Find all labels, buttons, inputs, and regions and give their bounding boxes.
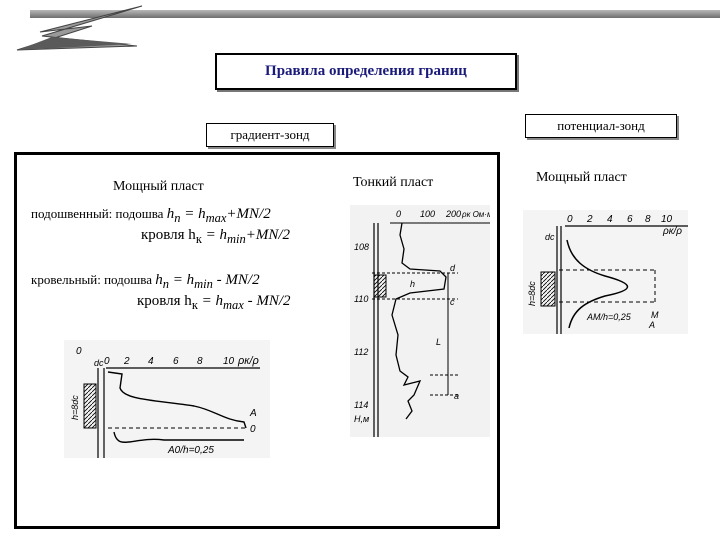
svg-text:10: 10 — [661, 214, 673, 225]
svg-text:0: 0 — [104, 356, 110, 367]
svg-text:100: 100 — [420, 209, 435, 219]
svg-text:108: 108 — [354, 242, 369, 252]
thin-layer-diagram: 0 100 200 ρк Ом·м 108 110 112 114 H,м d … — [350, 205, 490, 437]
logo-swoosh-icon — [16, 5, 143, 51]
gradient-axis-ticks: 0 2 4 6 8 10 — [104, 356, 235, 367]
mark-d: d — [450, 263, 456, 273]
svg-text:2: 2 — [586, 214, 593, 225]
svg-text:4: 4 — [148, 356, 154, 367]
svg-text:8: 8 — [197, 356, 203, 367]
potential-probe-label: потенциал-зонд — [525, 114, 677, 138]
point-a-label-right: A — [648, 320, 655, 330]
svg-text:8: 8 — [645, 214, 651, 225]
svg-text:110: 110 — [354, 294, 368, 304]
svg-text:2: 2 — [123, 356, 130, 367]
thin-layer-heading: Тонкий пласт — [353, 175, 434, 190]
rule-top-sole: кровельный: подошва hп = hmin - MN/2 — [31, 272, 260, 291]
dc-label-right: dc — [545, 232, 555, 242]
thick-layer-heading-right: Мощный пласт — [536, 170, 627, 185]
point-a-label: A — [249, 408, 257, 419]
point-m-label: M — [651, 310, 659, 320]
mark-a: a — [454, 391, 459, 401]
svg-text:4: 4 — [607, 214, 613, 225]
potential-axis-unit: ρк/ρ — [662, 226, 682, 237]
mark-h: h — [410, 279, 415, 289]
mark-c: c — [450, 297, 455, 307]
potential-axis-ticks: 0 2 4 6 8 10 — [567, 214, 673, 225]
gradient-legend: A0/h=0,25 — [167, 445, 214, 456]
h-label-right: h=8dc — [527, 281, 537, 306]
svg-text:6: 6 — [173, 356, 179, 367]
potential-probe-diagram: dc 0 2 4 6 8 10 ρк/ρ h=8dc AM/h=0,25 M A — [523, 210, 688, 334]
gradient-probe-diagram: 0 dc 0 2 4 6 8 10 ρк/ρ h=8dc A 0 A0/h=0,… — [64, 340, 270, 458]
dc-label: dc — [94, 358, 104, 368]
h-label: h=8dc — [70, 395, 80, 420]
rule-bottom-roof: кровля hк = hmin+MN/2 — [141, 227, 291, 246]
page-title: Правила определения границ — [215, 53, 517, 90]
svg-text:0: 0 — [567, 214, 573, 225]
svg-text:6: 6 — [627, 214, 633, 225]
rule-top-roof: кровля hк = hmax - MN/2 — [137, 293, 291, 312]
gradient-axis-unit: ρк/ρ — [237, 355, 259, 367]
mark-l: L — [436, 337, 441, 347]
thin-depth-labels: 108 110 112 114 — [354, 242, 369, 410]
thin-axis-ticks: 0 100 200 — [396, 209, 461, 219]
gradient-probe-label: градиент-зонд — [206, 123, 334, 147]
rule-bottom-sole: подошвенный: подошва hп = hmax+MN/2 — [31, 206, 271, 225]
zero-label: 0 — [76, 346, 82, 357]
svg-text:10: 10 — [223, 356, 235, 367]
svg-text:0: 0 — [396, 209, 401, 219]
thin-axis-unit: ρк Ом·м — [461, 210, 490, 219]
point-o-label: 0 — [250, 424, 256, 435]
header-bar — [30, 10, 720, 18]
svg-text:200: 200 — [445, 209, 461, 219]
svg-text:112: 112 — [354, 347, 368, 357]
thick-layer-heading-left: Мощный пласт — [113, 179, 204, 194]
svg-text:114: 114 — [354, 400, 368, 410]
thin-depth-unit: H,м — [354, 414, 369, 424]
potential-legend: AM/h=0,25 — [586, 312, 632, 322]
